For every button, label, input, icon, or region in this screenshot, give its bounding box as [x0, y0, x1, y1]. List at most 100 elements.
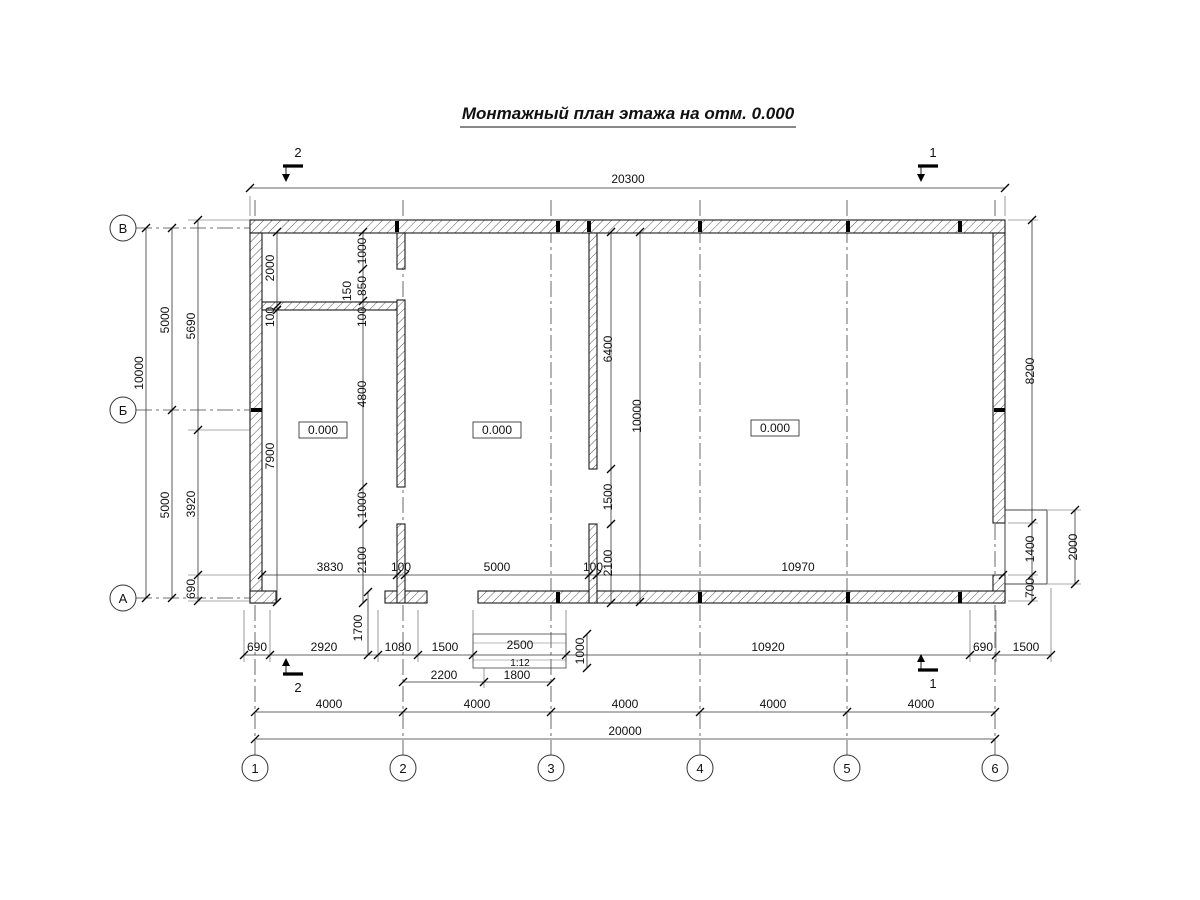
- dimension-label: 2920: [311, 640, 338, 654]
- dimension-label: 10000: [630, 399, 644, 433]
- dimension-label: 5000: [484, 560, 511, 574]
- dim-tick: [257, 570, 267, 580]
- dim-tick: [272, 301, 282, 311]
- dim-tick: [358, 296, 368, 306]
- dimension-label: 2100: [355, 546, 369, 573]
- wall-interior-axis3-seg1: [588, 232, 598, 470]
- dim-tick: [272, 227, 282, 237]
- wall-interior-axis2-seg2: [396, 299, 406, 488]
- dimension-label: 20300: [611, 172, 645, 186]
- dimension-label: 4000: [464, 697, 491, 711]
- axis-circles-left: ВБА: [109, 214, 137, 612]
- dimension-label: 100: [263, 307, 277, 327]
- dim-tick: [358, 519, 368, 529]
- dim-tick: [250, 734, 260, 744]
- dimension-label: 100: [391, 560, 411, 574]
- dimension-label: 10000: [132, 356, 146, 390]
- dimension-label: 150: [340, 281, 354, 301]
- dim-tick: [245, 183, 255, 193]
- dimension-label: 1000: [355, 237, 369, 264]
- dim-tick: [193, 570, 203, 580]
- dim-tick: [635, 227, 645, 237]
- dimension-ticks: [141, 183, 1080, 744]
- wall-interior-axis2-seg1: [396, 232, 406, 270]
- dim-tick: [582, 629, 592, 639]
- axis-circle-label: 1: [251, 761, 258, 776]
- axis-circle-3: [537, 754, 565, 782]
- section-mark-1-bottom: 1: [917, 654, 938, 691]
- dim-tick: [842, 707, 852, 717]
- dimension-label: 2100: [601, 549, 615, 576]
- dim-tick: [358, 227, 368, 237]
- dim-tick: [546, 707, 556, 717]
- dim-tick: [1000, 183, 1010, 193]
- dimension-label: 690: [973, 640, 993, 654]
- axis-circle-2: [389, 754, 417, 782]
- dimension-label: 690: [247, 640, 267, 654]
- dim-tick: [606, 227, 616, 237]
- axis-circle-label: Б: [119, 403, 128, 418]
- dimension-label: 4800: [355, 380, 369, 407]
- dim-tick: [193, 215, 203, 225]
- dimension-label: 1500: [432, 640, 459, 654]
- dim-tick: [398, 707, 408, 717]
- dim-tick: [363, 587, 373, 597]
- dim-tick: [582, 663, 592, 673]
- dim-tick: [1070, 505, 1080, 515]
- dim-tick: [606, 519, 616, 529]
- axis-circle-label: 5: [843, 761, 850, 776]
- dimension-label: 7900: [263, 442, 277, 469]
- dim-tick: [167, 405, 177, 415]
- axis-circle-В: [109, 214, 137, 242]
- dimension-label: 2000: [263, 254, 277, 281]
- dim-tick: [561, 650, 571, 660]
- dim-tick: [193, 425, 203, 435]
- walls: [249, 219, 1006, 604]
- dimension-label: 3830: [317, 560, 344, 574]
- axis-circle-label: 4: [696, 761, 703, 776]
- dimension-label: 4000: [612, 697, 639, 711]
- dim-tick: [272, 597, 282, 607]
- level-mark-box: [472, 421, 522, 439]
- wall-column-ticks: [251, 221, 1005, 603]
- ramp-slope-label: 1:12: [510, 658, 530, 669]
- dim-tick: [606, 598, 616, 608]
- dimension-label: 100: [355, 307, 369, 327]
- dim-tick: [635, 597, 645, 607]
- wall-top: [249, 219, 1006, 234]
- dim-tick: [250, 707, 260, 717]
- axis-circle-label: 6: [991, 761, 998, 776]
- section-label: 2: [294, 680, 301, 695]
- level-mark-box: [298, 421, 348, 439]
- dim-tick: [193, 596, 203, 606]
- axis-circle-label: 2: [399, 761, 406, 776]
- section-mark-2-bottom: 2: [282, 658, 303, 695]
- dimension-label: 6400: [601, 335, 615, 362]
- dimension-label: 100: [583, 560, 603, 574]
- dimension-label: 3920: [184, 490, 198, 517]
- axis-circle-1: [241, 754, 269, 782]
- dim-tick: [1027, 596, 1037, 606]
- dimension-lines: [145, 187, 1076, 740]
- dim-tick: [468, 650, 478, 660]
- dim-tick: [167, 223, 177, 233]
- section-label: 1: [929, 676, 936, 691]
- dimension-label: 2500: [507, 638, 534, 652]
- axis-circle-6: [981, 754, 1009, 782]
- dim-tick: [398, 677, 408, 687]
- dim-tick: [965, 650, 975, 660]
- dimension-label: 1000: [573, 637, 587, 664]
- wall-interior-axis2-seg3: [396, 523, 406, 604]
- dim-tick: [1070, 579, 1080, 589]
- dim-tick: [695, 707, 705, 717]
- extension-lines: [188, 196, 1081, 688]
- dim-tick: [358, 482, 368, 492]
- dimension-label: 10970: [781, 560, 815, 574]
- wall-left: [249, 232, 263, 604]
- dimension-label: 850: [355, 276, 369, 296]
- dimension-label: 1700: [351, 614, 365, 641]
